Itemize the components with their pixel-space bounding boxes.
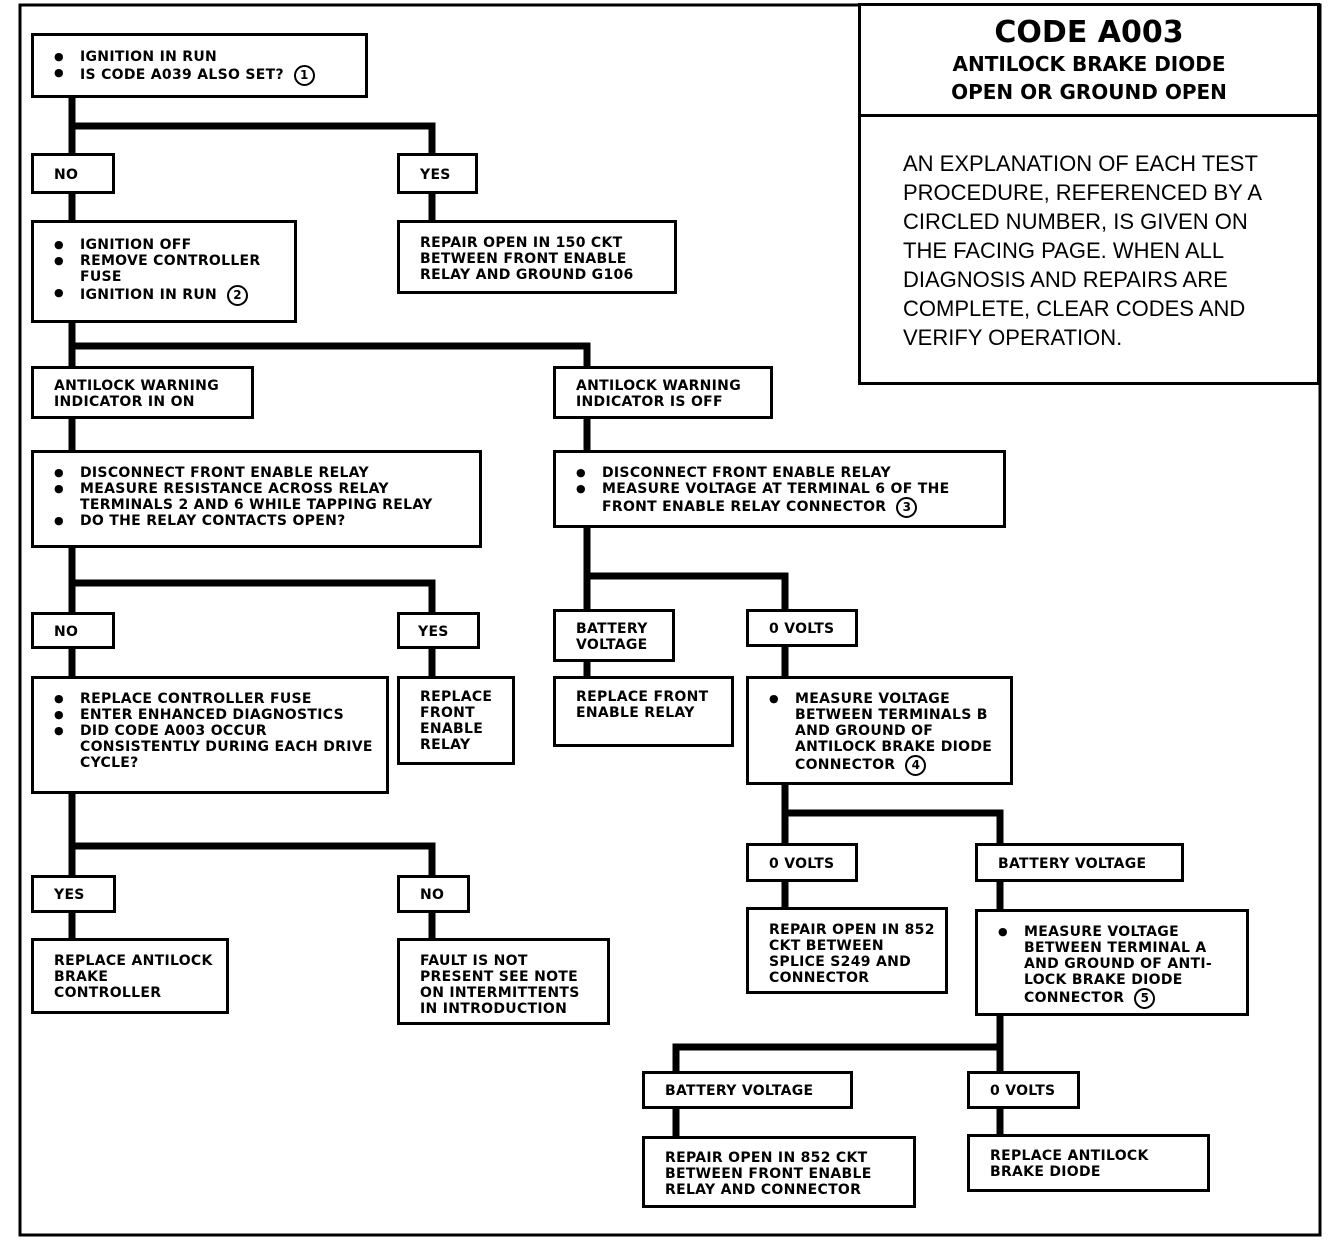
- step5-box: DISCONNECT FRONT ENABLE RELAY MEASURE VO…: [553, 450, 1006, 528]
- step7-item-1: MEASURE VOLTAGE BETWEEN TERMINAL A AND G…: [998, 924, 1236, 1009]
- step4-no-action-text: FAULT IS NOT PRESENT SEE NOTE ON INTERMI…: [420, 953, 580, 1017]
- step2-item-3-text: IGNITION IN RUN: [80, 287, 218, 303]
- step5-item-2-text: MEASURE VOLTAGE AT TERMINAL 6 OF THE FRO…: [602, 481, 950, 515]
- ref-circle-5: 5: [1134, 988, 1156, 1009]
- step6-batt-text: BATTERY VOLTAGE: [998, 856, 1147, 872]
- step6-zero-label: 0 VOLTS: [746, 843, 858, 882]
- step7-zero-label: 0 VOLTS: [967, 1071, 1080, 1109]
- step3-item-3: DO THE RELAY CONTACTS OPEN?: [54, 513, 469, 529]
- step2-box: IGNITION OFF REMOVE CONTROLLER FUSE IGNI…: [31, 220, 297, 323]
- title-block: CODE A003 ANTILOCK BRAKE DIODE OPEN OR G…: [858, 3, 1320, 117]
- step3-yes-label: YES: [397, 612, 480, 649]
- step3-yes-text: YES: [418, 624, 449, 640]
- step7-zero-action-text: REPLACE ANTILOCK BRAKE DIODE: [990, 1148, 1149, 1180]
- step1-yes-action: REPAIR OPEN IN 150 CKT BETWEEN FRONT ENA…: [397, 220, 677, 294]
- step2-on-text: ANTILOCK WARNING INDICATOR IN ON: [54, 378, 219, 410]
- step6-item-1-text: MEASURE VOLTAGE BETWEEN TERMINALS B AND …: [795, 691, 993, 773]
- step7-zero-action: REPLACE ANTILOCK BRAKE DIODE: [967, 1134, 1210, 1192]
- step1-yes-text: YES: [420, 167, 451, 183]
- step5-zero-text: 0 VOLTS: [769, 621, 835, 637]
- step5-batt-text: BATTERY VOLTAGE: [576, 621, 648, 653]
- step4-no-label: NO: [397, 875, 470, 913]
- step7-batt-text: BATTERY VOLTAGE: [665, 1083, 814, 1099]
- step4-item-2: ENTER ENHANCED DIAGNOSTICS: [54, 707, 376, 723]
- step2-item-3: IGNITION IN RUN 2: [54, 285, 284, 306]
- code-title: CODE A003: [994, 15, 1184, 50]
- step2-item-1: IGNITION OFF: [54, 237, 284, 253]
- step4-no-text: NO: [420, 887, 445, 903]
- step7-box: MEASURE VOLTAGE BETWEEN TERMINAL A AND G…: [975, 909, 1249, 1016]
- step7-item-1-text: MEASURE VOLTAGE BETWEEN TERMINAL A AND G…: [1024, 924, 1212, 1006]
- step5-item-2: MEASURE VOLTAGE AT TERMINAL 6 OF THE FRO…: [576, 481, 993, 518]
- step1-item-2: IS CODE A039 ALSO SET? 1: [54, 65, 355, 86]
- step5-batt-action: REPLACE FRONT ENABLE RELAY: [553, 676, 734, 747]
- step5-item-1: DISCONNECT FRONT ENABLE RELAY: [576, 465, 993, 481]
- step3-yes-action-text: REPLACE FRONT ENABLE RELAY: [420, 689, 493, 753]
- step3-item-1: DISCONNECT FRONT ENABLE RELAY: [54, 465, 469, 481]
- step1-item-1: IGNITION IN RUN: [54, 49, 355, 65]
- step6-batt-label: BATTERY VOLTAGE: [975, 843, 1184, 882]
- step2-off-text: ANTILOCK WARNING INDICATOR IS OFF: [576, 378, 741, 410]
- step4-item-1: REPLACE CONTROLLER FUSE: [54, 691, 376, 707]
- step5-batt-label: BATTERY VOLTAGE: [553, 609, 675, 662]
- step4-yes-text: YES: [54, 887, 85, 903]
- step7-zero-text: 0 VOLTS: [990, 1083, 1056, 1099]
- explanation-block: AN EXPLANATION OF EACH TEST PROCEDURE, R…: [858, 114, 1320, 385]
- ref-circle-1: 1: [293, 65, 315, 86]
- ref-circle-3: 3: [896, 497, 918, 518]
- step5-zero-label: 0 VOLTS: [746, 609, 858, 647]
- step7-batt-label: BATTERY VOLTAGE: [642, 1071, 853, 1109]
- step6-zero-action: REPAIR OPEN IN 852 CKT BETWEEN SPLICE S2…: [746, 907, 948, 994]
- ref-circle-4: 4: [905, 755, 927, 776]
- step3-no-label: NO: [31, 612, 115, 649]
- step6-zero-text: 0 VOLTS: [769, 856, 835, 872]
- step1-no-label: NO: [31, 153, 115, 194]
- step3-item-2: MEASURE RESISTANCE ACROSS RELAY TERMINAL…: [54, 481, 469, 513]
- step2-on-label: ANTILOCK WARNING INDICATOR IN ON: [31, 366, 254, 419]
- code-subtitle-line2: OPEN OR GROUND OPEN: [951, 80, 1227, 104]
- step1-item-2-text: IS CODE A039 ALSO SET?: [80, 67, 284, 83]
- step3-box: DISCONNECT FRONT ENABLE RELAY MEASURE RE…: [31, 450, 482, 548]
- step3-no-text: NO: [54, 624, 79, 640]
- step6-item-1: MEASURE VOLTAGE BETWEEN TERMINALS B AND …: [769, 691, 1000, 776]
- step4-yes-action-text: REPLACE ANTILOCK BRAKE CONTROLLER: [54, 953, 213, 1001]
- step1-no-text: NO: [54, 167, 79, 183]
- step4-yes-label: YES: [31, 875, 116, 913]
- step7-batt-action-text: REPAIR OPEN IN 852 CKT BETWEEN FRONT ENA…: [665, 1150, 872, 1198]
- step4-no-action: FAULT IS NOT PRESENT SEE NOTE ON INTERMI…: [397, 938, 610, 1025]
- step4-box: REPLACE CONTROLLER FUSE ENTER ENHANCED D…: [31, 676, 389, 794]
- step1-box: IGNITION IN RUN IS CODE A039 ALSO SET? 1: [31, 33, 368, 98]
- step1-yes-action-text: REPAIR OPEN IN 150 CKT BETWEEN FRONT ENA…: [420, 235, 634, 283]
- step1-yes-label: YES: [397, 153, 478, 194]
- step2-item-2: REMOVE CONTROLLER FUSE: [54, 253, 284, 285]
- step4-item-3: DID CODE A003 OCCUR CONSISTENTLY DURING …: [54, 723, 376, 771]
- ref-circle-2: 2: [227, 285, 249, 306]
- explanation-text: AN EXPLANATION OF EACH TEST PROCEDURE, R…: [903, 151, 1261, 350]
- step4-yes-action: REPLACE ANTILOCK BRAKE CONTROLLER: [31, 938, 229, 1014]
- step3-yes-action: REPLACE FRONT ENABLE RELAY: [397, 676, 515, 765]
- step5-batt-action-text: REPLACE FRONT ENABLE RELAY: [576, 689, 709, 721]
- step6-box: MEASURE VOLTAGE BETWEEN TERMINALS B AND …: [746, 676, 1013, 785]
- code-subtitle-line1: ANTILOCK BRAKE DIODE: [952, 52, 1226, 76]
- step2-off-label: ANTILOCK WARNING INDICATOR IS OFF: [553, 366, 773, 419]
- step6-zero-action-text: REPAIR OPEN IN 852 CKT BETWEEN SPLICE S2…: [769, 922, 935, 986]
- step7-batt-action: REPAIR OPEN IN 852 CKT BETWEEN FRONT ENA…: [642, 1136, 916, 1208]
